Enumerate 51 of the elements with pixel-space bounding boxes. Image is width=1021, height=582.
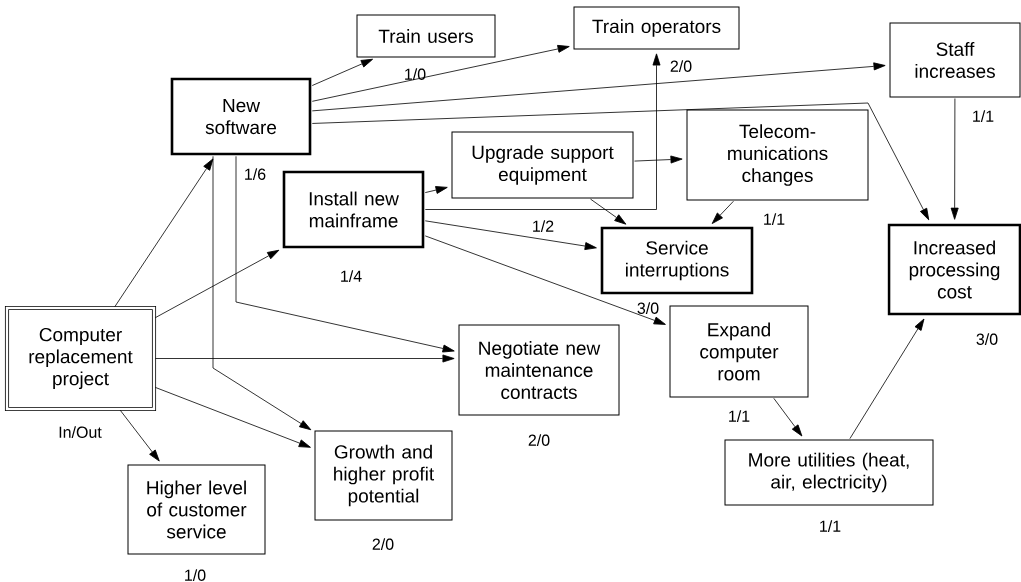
process-box: Negotiate new maintenance contracts bbox=[458, 324, 620, 416]
count-label: 1/1 bbox=[729, 410, 750, 422]
count-label: 2/0 bbox=[670, 60, 692, 72]
process-box: Higher level of customer service bbox=[127, 464, 266, 555]
process-box: Growth and higher profit potential bbox=[314, 430, 453, 521]
arrow bbox=[114, 158, 214, 308]
count-label: 1/2 bbox=[533, 220, 554, 232]
arrow bbox=[634, 155, 683, 164]
arrow bbox=[311, 102, 930, 221]
arrow bbox=[424, 235, 666, 325]
arrow bbox=[154, 249, 280, 319]
arrow bbox=[311, 62, 886, 112]
count-label: 1/4 bbox=[341, 270, 362, 282]
count-label: 1/0 bbox=[185, 569, 206, 581]
process-box: Expand computer room bbox=[669, 305, 809, 398]
arrow bbox=[119, 409, 160, 462]
project-box: Computer replacement project bbox=[4, 305, 157, 412]
count-label: 2/0 bbox=[528, 434, 550, 446]
arrow bbox=[154, 387, 311, 448]
arrow bbox=[311, 44, 570, 102]
highlighted-box: Increased processing cost bbox=[887, 223, 1021, 316]
process-box: Train operators bbox=[573, 6, 740, 50]
count-label: 3/0 bbox=[976, 333, 998, 345]
count-label: 3/0 bbox=[637, 302, 659, 314]
count-label: 1/1 bbox=[973, 110, 994, 122]
arrow bbox=[235, 155, 455, 353]
count-label: 1/0 bbox=[405, 68, 426, 80]
arrow bbox=[590, 198, 627, 225]
highlighted-box: Install new mainframe bbox=[282, 170, 425, 249]
arrow bbox=[155, 354, 455, 363]
arrow bbox=[773, 397, 803, 437]
arrow bbox=[711, 200, 734, 224]
process-box: Upgrade support equipment bbox=[451, 131, 634, 199]
arrow bbox=[212, 155, 312, 431]
arrow bbox=[950, 98, 959, 220]
highlighted-box: New software bbox=[170, 77, 312, 156]
count-label: 1/6 bbox=[245, 168, 266, 180]
process-box: Train users bbox=[356, 14, 496, 58]
arrow bbox=[849, 318, 925, 440]
arrow bbox=[311, 58, 373, 86]
arrow bbox=[424, 186, 448, 194]
arrow bbox=[424, 53, 661, 210]
process-box: More utilities (heat, air, electricity) bbox=[724, 439, 934, 506]
count-label: 2/0 bbox=[372, 538, 394, 550]
process-box: Staff increases bbox=[889, 22, 1021, 98]
count-label: 1/1 bbox=[764, 213, 785, 225]
process-box: Telecom- munications changes bbox=[686, 109, 869, 201]
count-label: In/Out bbox=[59, 426, 102, 438]
highlighted-box: Service interruptions bbox=[600, 226, 754, 295]
arrow bbox=[424, 220, 597, 250]
count-label: 1/1 bbox=[820, 520, 841, 532]
